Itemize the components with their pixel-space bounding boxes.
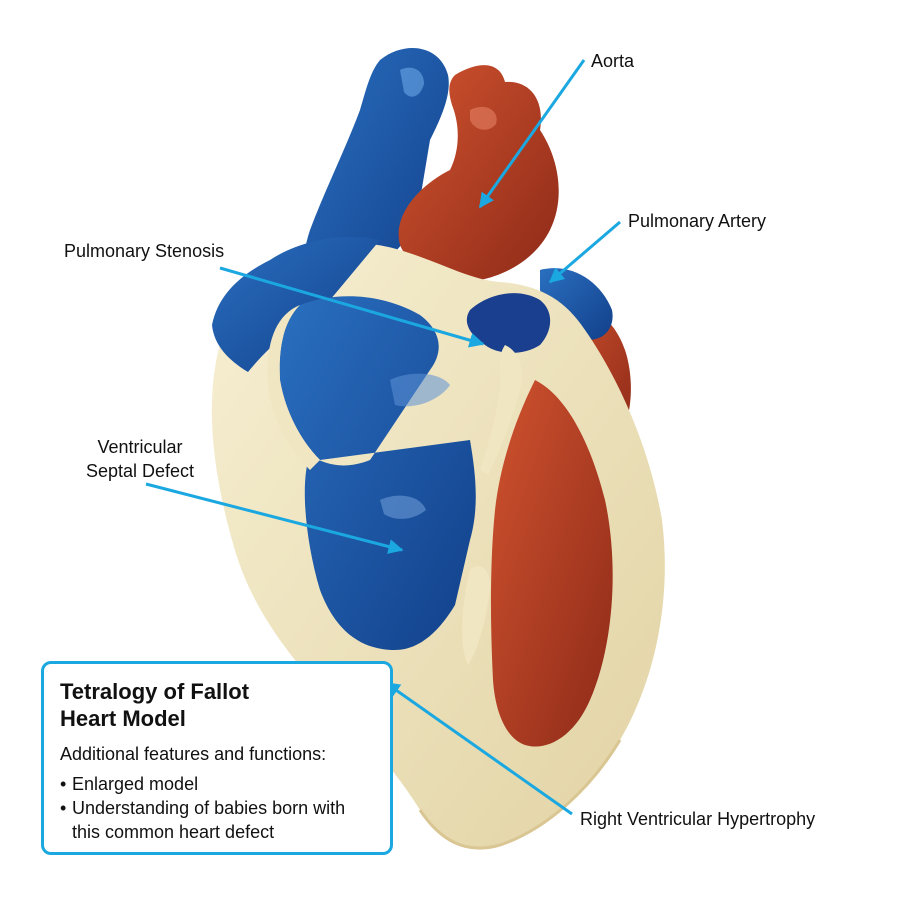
info-subtitle: Additional features and functions:: [60, 744, 327, 764]
ventricular-septal-defect-label: Ventricular Septal Defect: [40, 435, 240, 483]
right-ventricle-chamber: [279, 296, 476, 650]
vena-cava: [303, 48, 449, 300]
chamber-shine: [390, 373, 450, 407]
rvh-arrow: [384, 681, 573, 816]
aorta-label: Aorta: [591, 51, 635, 71]
chamber-shine-2: [380, 495, 426, 519]
feature-list-item: Understanding of babies born with this c…: [60, 796, 374, 844]
info-title-line1: Tetralogy of Fallot: [60, 679, 250, 704]
info-title-line2: Heart Model: [60, 706, 186, 731]
info-box: Tetralogy of Fallot Heart Model Addition…: [41, 661, 393, 855]
ventricular-septum: [480, 345, 522, 475]
feature-list: Enlarged model Understanding of babies b…: [60, 772, 374, 844]
info-title: Tetralogy of Fallot Heart Model: [60, 678, 374, 732]
aorta-vessel: [398, 65, 559, 281]
pulmonary-artery-arrow: [548, 220, 621, 284]
aorta-highlight: [470, 106, 497, 130]
pulmonary-stenosis-arrow: [219, 266, 485, 348]
vsd-label-line2: Septal Defect: [85, 461, 195, 481]
aorta-arrow: [478, 59, 586, 209]
rv-inner-wall: [267, 305, 320, 470]
pulmonary-artery-label: Pulmonary Artery: [628, 211, 767, 231]
feature-list-item: Enlarged model: [60, 772, 374, 796]
pulmonary-stenosis-label: Pulmonary Stenosis: [64, 241, 225, 261]
pulmonary-valve-chamber: [466, 293, 551, 353]
septum-lower: [462, 566, 491, 665]
left-ventricle-chamber: [490, 380, 613, 747]
right-ventricular-hypertrophy-label: Right Ventricular Hypertrophy: [580, 809, 816, 829]
vena-cava-highlight: [400, 67, 424, 97]
shell-edge: [418, 739, 622, 850]
right-atrium: [212, 236, 380, 372]
vsd-arrow: [145, 482, 404, 554]
vsd-label-line1: Ventricular: [97, 437, 183, 457]
